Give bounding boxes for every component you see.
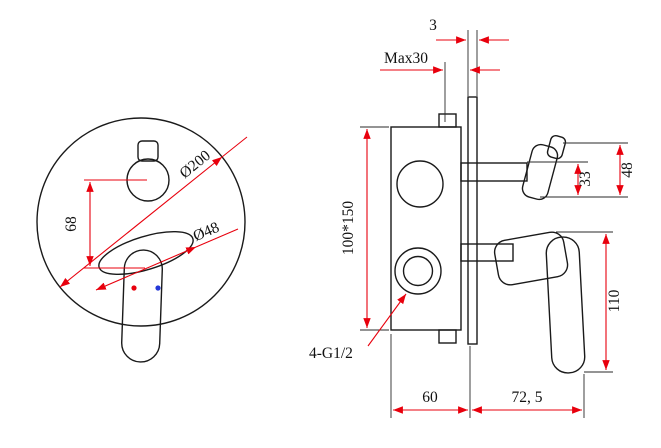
valve-body [390,126,462,331]
outlet-inner-circle [402,255,434,287]
dim-dia48-line [95,246,197,291]
handle-stem [460,243,514,262]
dim-100x150: 100*150 [340,126,389,331]
dim-60: 60 [390,334,471,418]
handle-base-side [493,231,569,286]
body-top-port [438,113,457,128]
dim-dia200-line [59,156,223,288]
body-bottom-port [438,329,457,344]
outlet-outer-circle [394,247,442,295]
dim-60-label: 60 [422,389,438,406]
wall-plate [467,96,478,345]
diverter-knob-stem [137,140,159,162]
diverter-knob-tip [546,134,567,160]
hot-indicator-dot [131,285,137,291]
dim-dia48-ext [195,228,239,248]
dim-68-label: 68 [63,216,80,232]
faceplate-circle [36,117,246,327]
dim-72-5: 72, 5 [472,374,585,418]
dim-33-label: 33 [577,171,594,187]
dim-dia48-label: Ø48 [191,219,222,245]
thread-label: 4-G1/2 [309,345,353,362]
dim-110-label: 110 [606,289,623,312]
cartridge-circle [396,160,444,208]
front-view: 68 Ø200 Ø48 [36,117,248,363]
thread-leader-line [367,293,407,347]
dim-dia200-ext [221,136,248,158]
side-view: 3 Max30 100*150 33 48 [309,17,636,418]
handle-blade-side [545,236,586,374]
diverter-knob-head [521,143,559,201]
dim-3-label: 3 [429,17,437,34]
dim-48-label: 48 [619,162,636,178]
dim-3: 3 [429,17,509,96]
thread-callout: 4-G1/2 [309,293,407,362]
dim-33: 33 [527,161,628,198]
dim-max30: Max30 [380,50,500,122]
dim-72-5-label: 72, 5 [512,389,543,406]
dim-110: 110 [556,231,623,373]
dim-dia48: Ø48 [95,219,239,291]
dim-100x150-label: 100*150 [340,201,357,256]
dim-dia200-label: Ø200 [176,147,214,182]
dim-48: 48 [563,142,636,195]
diverter-shaft [460,162,528,182]
dim-max30-label: Max30 [384,50,428,67]
cold-indicator-dot [155,285,161,291]
